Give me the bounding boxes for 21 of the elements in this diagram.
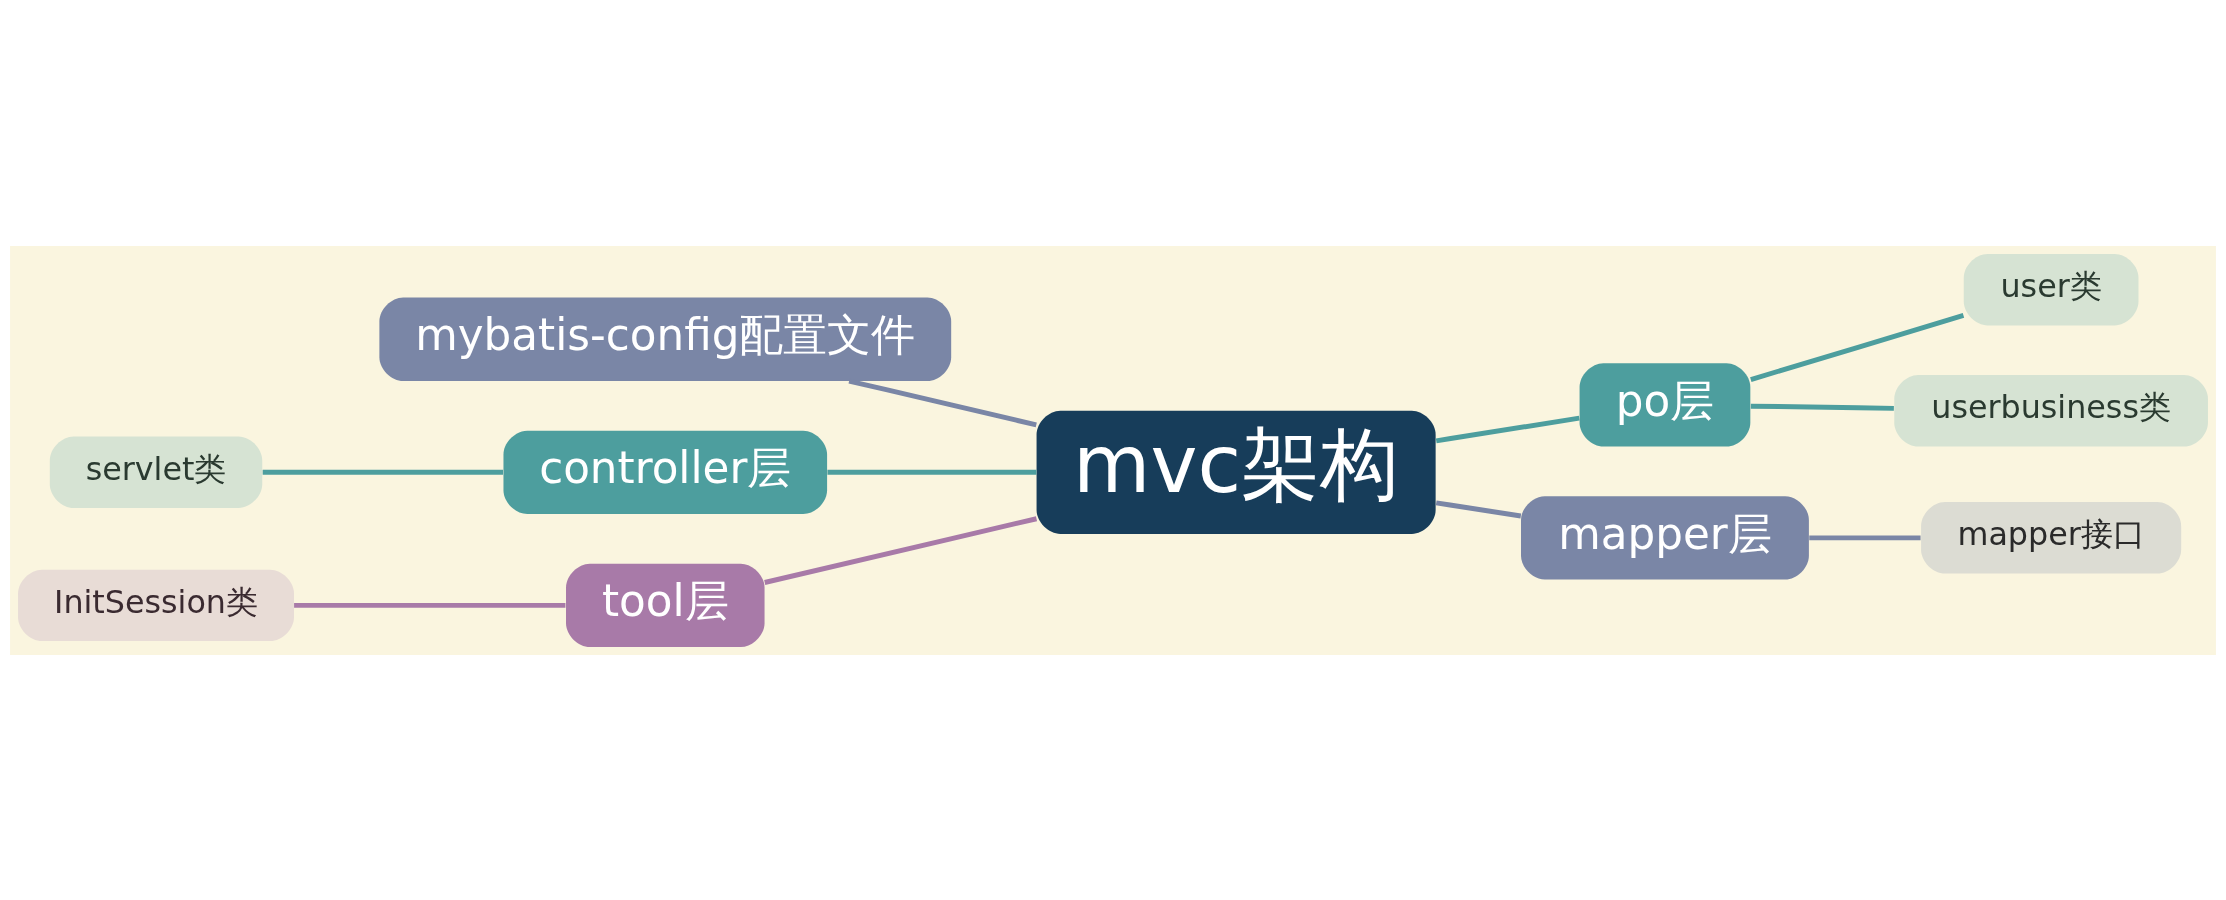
- connector: [1750, 403, 1894, 411]
- node-box: controller层: [503, 430, 828, 514]
- node-box: InitSession类: [18, 569, 294, 641]
- connector: [764, 515, 1038, 585]
- node-box: mapper接口: [1921, 501, 2182, 574]
- connector: [1750, 312, 1965, 382]
- node-box: tool层: [566, 563, 765, 647]
- node-box: user类: [1963, 253, 2139, 325]
- node-box: userbusiness类: [1894, 374, 2208, 447]
- connector: [1809, 534, 1921, 540]
- node-box: mybatis-config配置文件: [379, 297, 952, 381]
- node-box: mvc架构: [1036, 410, 1436, 534]
- node-box: servlet类: [49, 436, 263, 508]
- connector: [1435, 415, 1580, 443]
- connector: [1435, 499, 1522, 518]
- connector: [294, 602, 566, 608]
- connector: [827, 469, 1037, 475]
- connector: [848, 378, 1037, 427]
- node-box: po层: [1579, 362, 1751, 447]
- connector: [262, 469, 503, 475]
- node-box: mapper层: [1521, 495, 1809, 580]
